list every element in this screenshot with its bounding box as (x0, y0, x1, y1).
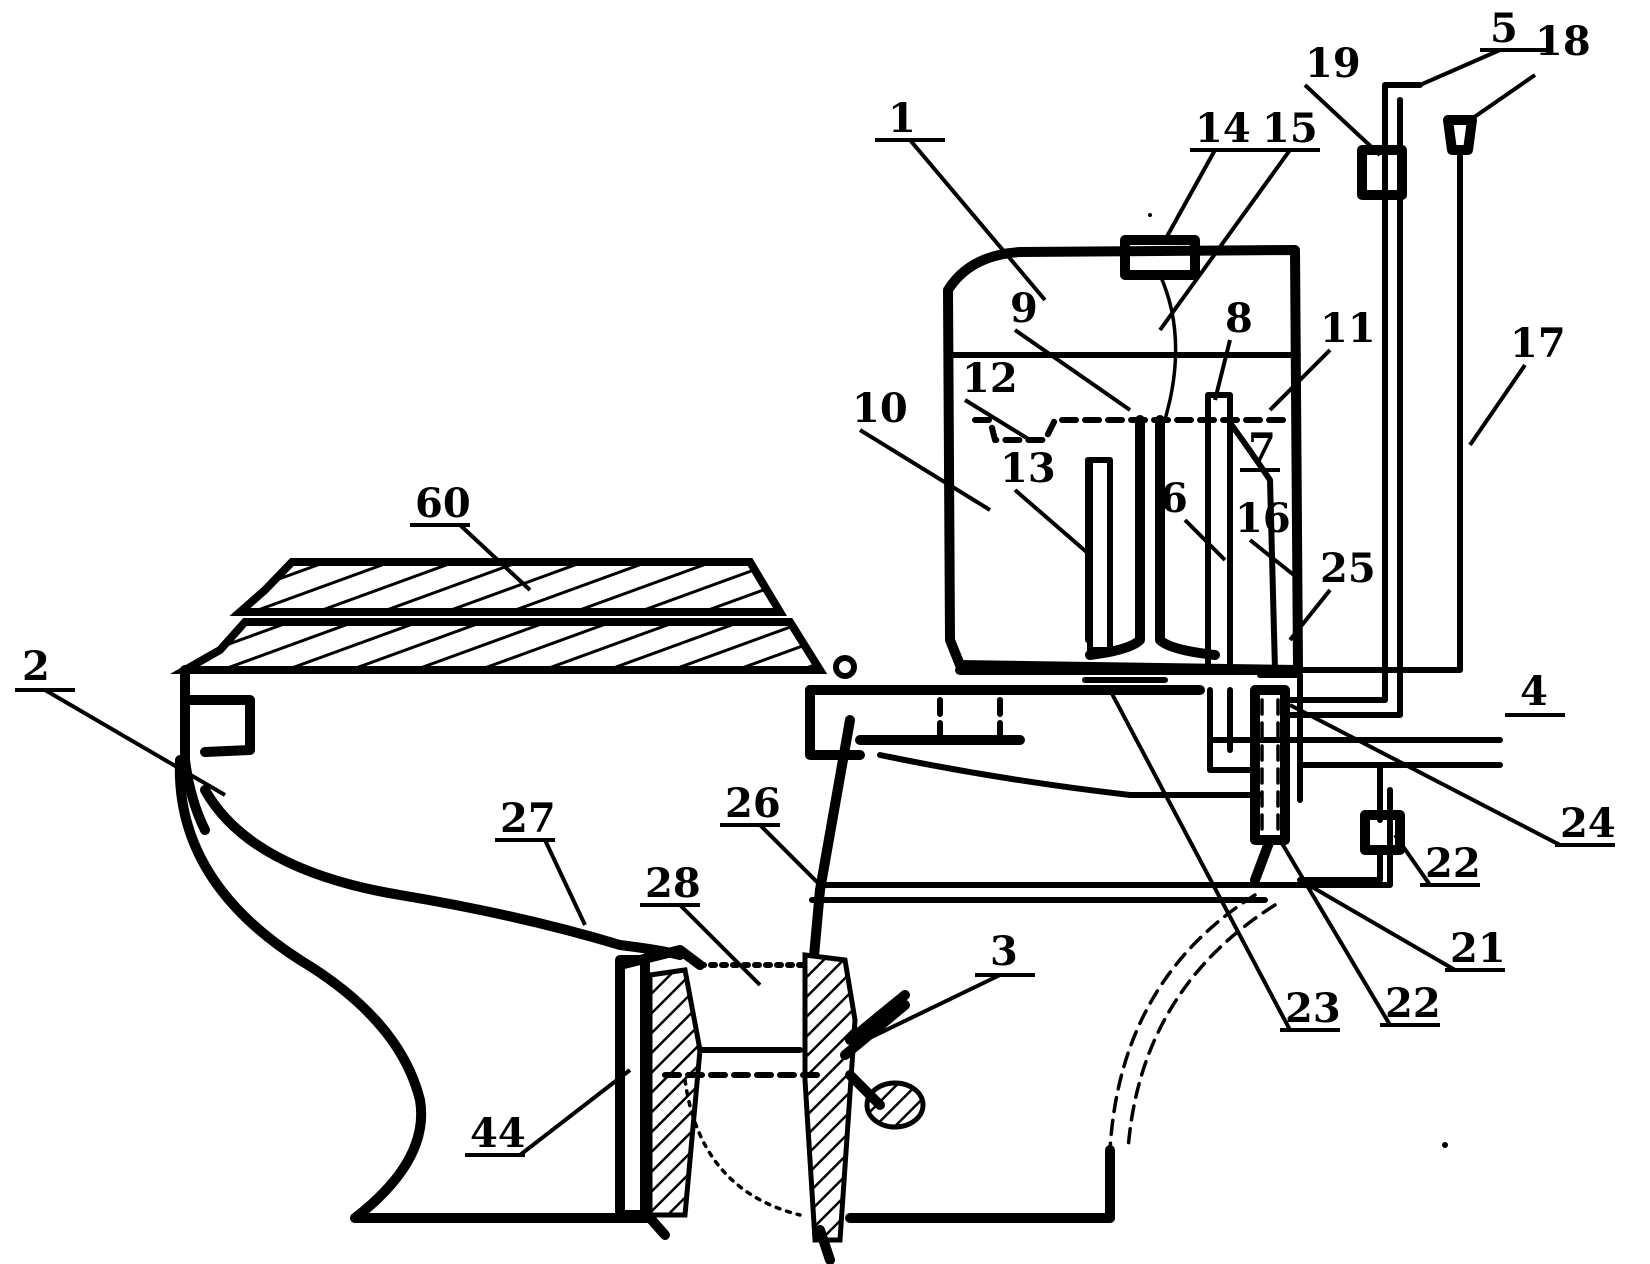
callout-44: 44 (470, 1110, 526, 1157)
leader-2-arrow (43, 688, 227, 797)
callout-16: 16 (1235, 495, 1291, 542)
trap-assembly (615, 945, 926, 1264)
leader-24-arrow (1289, 703, 1561, 847)
leader-lines (15, 48, 1615, 1157)
callout-10: 10 (852, 385, 908, 432)
leader-13 (1013, 488, 1092, 557)
leader-60-arrow (458, 523, 532, 592)
callout-26: 26 (725, 780, 781, 827)
leader-26-arrow (758, 823, 822, 887)
leader-8 (1213, 339, 1232, 401)
leader-12 (963, 398, 1032, 442)
leader-5-arrow (1419, 48, 1501, 87)
leader-10 (858, 428, 992, 512)
callout-24: 24 (1560, 800, 1616, 847)
leader-15-arrow (1158, 148, 1292, 332)
callout-60: 60 (415, 480, 471, 527)
leader-3-arrow (854, 973, 1001, 1047)
callout-11: 11 (1320, 305, 1376, 352)
callout-13: 13 (1000, 445, 1056, 492)
callout-12: 12 (962, 355, 1018, 402)
tank-base (805, 685, 1263, 798)
callout-25: 25 (1320, 545, 1376, 592)
callout-17: 17 (1510, 320, 1566, 367)
leader-16 (1248, 538, 1302, 582)
callout-5: 5 (1490, 5, 1518, 52)
leader-27-arrow (543, 839, 587, 926)
callout-23: 23 (1285, 985, 1341, 1032)
leader-22a-arrow (1393, 833, 1432, 887)
callout-9: 9 (1010, 285, 1038, 332)
callout-1: 1 (888, 95, 916, 142)
callout-3: 3 (990, 928, 1018, 975)
leader-14-arrow (1163, 149, 1217, 241)
callout-21: 21 (1450, 925, 1506, 972)
callout-15: 15 (1262, 105, 1318, 152)
leader-44-arrow (518, 1068, 632, 1157)
leader-1-arrow (908, 138, 1047, 302)
callout-6: 6 (1160, 475, 1188, 522)
leader-11 (1268, 348, 1332, 412)
callout-labels: 1 2 3 4 5 6 7 8 9 10 11 12 13 14 15 16 1… (22, 5, 1616, 1157)
bowl-body (174, 665, 1393, 1240)
callout-22a: 22 (1425, 840, 1481, 887)
callout-28: 28 (645, 860, 701, 907)
callout-7: 7 (1248, 425, 1276, 472)
callout-18: 18 (1535, 18, 1591, 65)
leader-25 (1288, 588, 1332, 642)
callout-19: 19 (1305, 40, 1361, 87)
leader-21-arrow (1298, 878, 1457, 972)
leader-17 (1468, 363, 1527, 447)
external-piping (1207, 82, 1503, 885)
seat-lid (169, 558, 857, 679)
leader-23-arrow (1108, 689, 1292, 1031)
leader-28-arrow (678, 903, 762, 987)
callout-2: 2 (22, 643, 50, 690)
speck-dot (1148, 213, 1152, 217)
callout-22b: 22 (1385, 980, 1441, 1027)
leader-9 (1013, 328, 1132, 412)
callout-4: 4 (1520, 668, 1548, 715)
callout-8: 8 (1225, 295, 1253, 342)
speck-dot (1442, 1142, 1448, 1148)
water-tank (943, 235, 1303, 803)
leader-19 (1303, 83, 1382, 157)
callout-27: 27 (500, 795, 556, 842)
leader-6 (1183, 518, 1227, 562)
leader-22b-arrow (1278, 838, 1392, 1027)
callout-14: 14 (1195, 105, 1251, 152)
leader-18 (1468, 73, 1537, 122)
